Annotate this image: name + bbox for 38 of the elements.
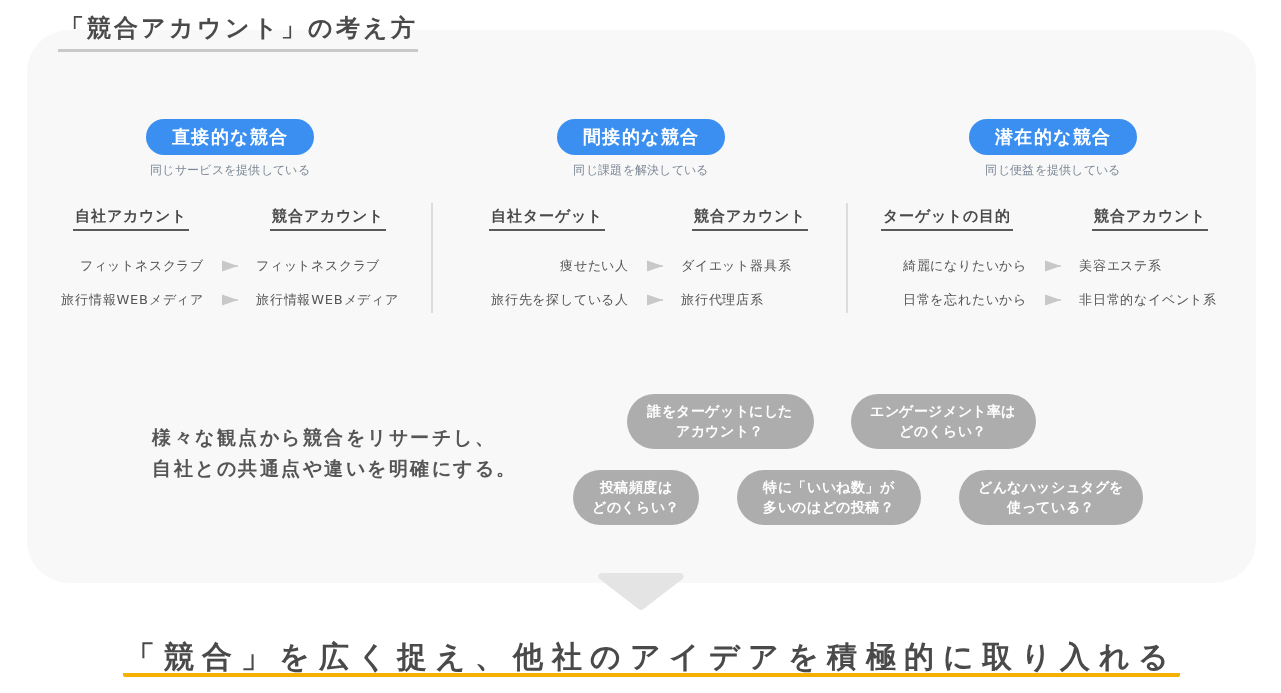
- pill-caption: 同じ課題を解決している: [573, 162, 709, 178]
- question-bubble: 投稿頻度はどのくらい？: [573, 469, 699, 525]
- arrow: [1044, 260, 1062, 272]
- pill-caption: 同じ便益を提供している: [985, 162, 1121, 178]
- list-text: 非日常的なイベント系: [1079, 291, 1217, 309]
- list-text: 痩せたい人: [560, 257, 629, 275]
- list-text: フィットネスクラブ: [256, 257, 381, 275]
- column-header: 競合アカウント: [692, 206, 808, 231]
- column-header: 自社ターゲット: [489, 206, 605, 231]
- list-text: 美容エステ系: [1079, 257, 1162, 275]
- arrow: [221, 294, 239, 306]
- list-text: フィットネスクラブ: [79, 257, 204, 275]
- arrow: [646, 294, 664, 306]
- list-text: 旅行情報WEBメディア: [61, 291, 204, 309]
- category-pill: 直接的な競合: [146, 119, 314, 155]
- question-bubble: 誰をターゲットにしたアカウント？: [626, 393, 814, 449]
- category-pill: 潜在的な競合: [969, 119, 1137, 155]
- description-text: 様々な観点から競合をリサーチし、自社との共通点や違いを明確にする。: [152, 425, 519, 481]
- arrow: [221, 260, 239, 272]
- question-bubble: 特に「いいね数」が多いのはどの投稿？: [737, 469, 921, 525]
- list-text: 日常を忘れたいから: [902, 291, 1027, 309]
- column-header: ターゲットの目的: [881, 206, 1013, 231]
- column-header: 自社アカウント: [72, 206, 189, 231]
- question-bubble: どんなハッシュタグを使っている？: [959, 469, 1143, 525]
- list-text: 旅行先を探している人: [491, 291, 629, 309]
- arrow: [1044, 294, 1062, 306]
- list-text: ダイエット器具系: [681, 257, 792, 275]
- list-text: 旅行代理店系: [681, 291, 764, 309]
- chevron-arrow: [598, 573, 684, 611]
- column-header: 競合アカウント: [1092, 206, 1208, 231]
- arrow: [646, 260, 664, 272]
- list-text: 綺麗になりたいから: [902, 257, 1027, 275]
- conclusion-text: 「競合」を広く捉え、他社のアイデアを積極的に取り入れる: [123, 610, 1180, 677]
- category-pill: 間接的な競合: [557, 119, 725, 155]
- question-bubble: エンゲージメント率はどのくらい？: [850, 393, 1036, 449]
- column-header: 競合アカウント: [270, 206, 386, 231]
- list-text: 旅行情報WEBメディア: [256, 291, 399, 309]
- pill-caption: 同じサービスを提供している: [150, 162, 310, 178]
